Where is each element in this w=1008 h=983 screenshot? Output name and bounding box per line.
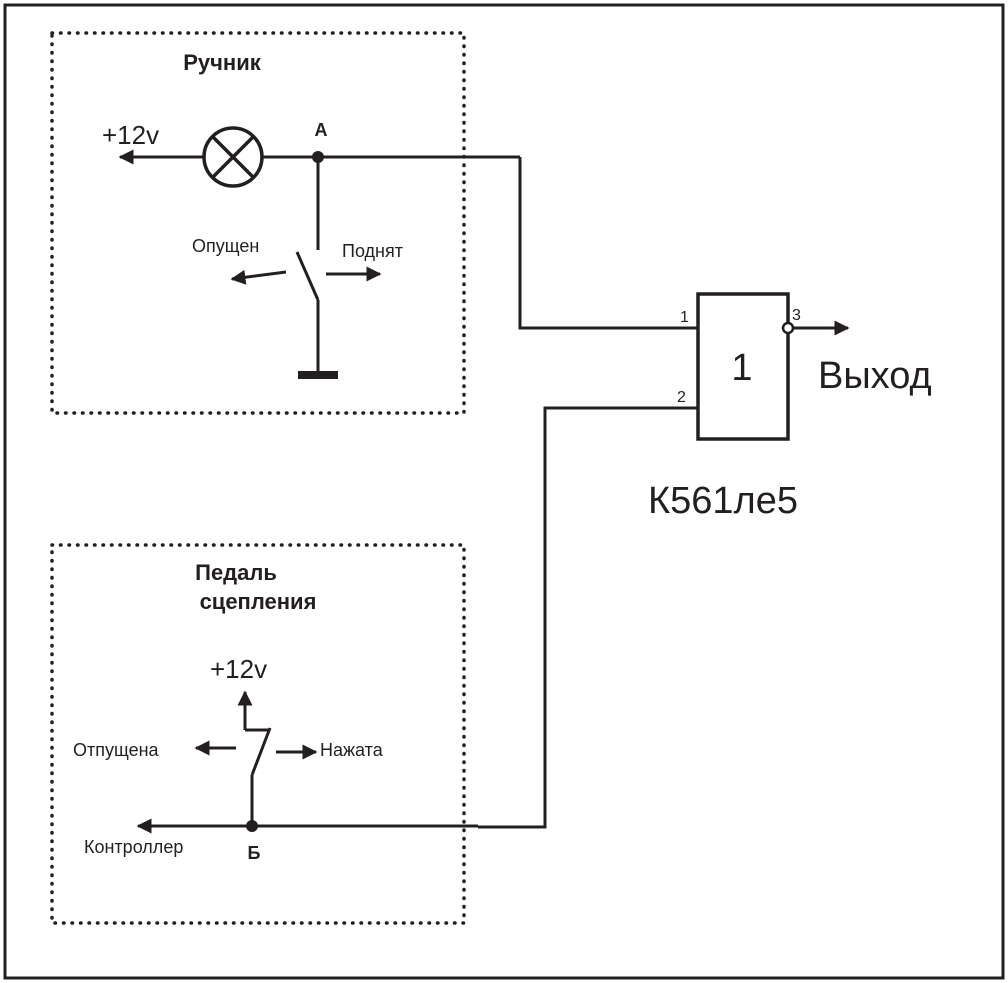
clutch-switch (237, 690, 272, 826)
gate-part-number: К561ле5 (648, 480, 798, 522)
handbrake-supply-label: +12v (102, 120, 159, 150)
wire-a-to-pin1 (518, 157, 698, 330)
wire-b-to-pin2 (478, 406, 698, 829)
gate-pin1-label: 1 (680, 309, 689, 326)
outer-frame (3, 3, 1005, 980)
gate-output-label: Выход (818, 355, 932, 397)
lamp-icon (202, 126, 264, 188)
handbrake-box (50, 31, 466, 415)
ground-icon (298, 371, 338, 379)
gate-pin3-label: 3 (792, 307, 801, 324)
gate-symbol: 1 (731, 347, 752, 389)
clutch-left-label: Отпущена (73, 740, 160, 760)
handbrake-right-label: Поднят (342, 241, 403, 261)
handbrake-block: Ручник +12v А Опущен Поднят (50, 31, 520, 415)
clutch-block: Педаль сцепления +12v Отпущена Нажата Ко… (50, 543, 478, 925)
handbrake-switch (295, 157, 338, 379)
nor-gate: 1 1 2 3 Выход К561ле5 (648, 292, 932, 522)
clutch-title-line1: Педаль (195, 560, 277, 585)
controller-label: Контроллер (84, 837, 183, 857)
handbrake-left-arrow (230, 269, 287, 285)
handbrake-title: Ручник (183, 50, 261, 75)
gate-body (696, 292, 790, 441)
node-a-label: А (315, 120, 328, 140)
clutch-box (50, 543, 466, 925)
clutch-right-label: Нажата (320, 740, 384, 760)
handbrake-left-label: Опущен (192, 236, 259, 256)
gate-pin2-label: 2 (677, 389, 686, 406)
clutch-title-line2: сцепления (200, 589, 317, 614)
clutch-supply-label: +12v (210, 654, 267, 684)
inverter-bubble-icon (781, 321, 795, 335)
node-b-label: Б (248, 843, 261, 863)
node-b-dot (246, 820, 258, 832)
